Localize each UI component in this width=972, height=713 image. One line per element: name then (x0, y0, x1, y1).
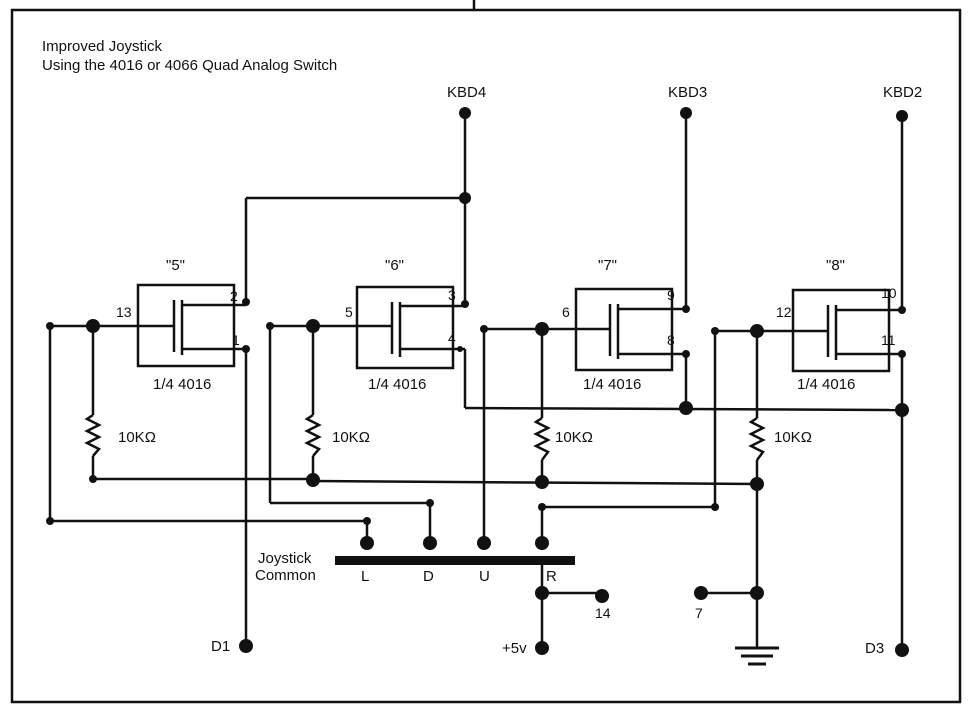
junction-dots (46, 107, 909, 657)
switch-8-pin-top: 10 (881, 285, 897, 301)
terminal-kbd2 (896, 110, 908, 122)
kbd3-label: KBD3 (668, 84, 707, 101)
joystick-d-terminal (423, 536, 437, 550)
switch-6-name: "6" (385, 257, 404, 274)
switch-7-name: "7" (598, 257, 617, 274)
switch-8-pin-bottom: 11 (881, 332, 896, 348)
terminal-kbd4 (459, 107, 471, 119)
switch-5-name: "5" (166, 257, 185, 274)
switch-5-pin-in: 13 (116, 304, 132, 320)
switch-7-part: 1/4 4016 (583, 376, 641, 393)
joystick-label-line-1: Joystick (258, 550, 312, 567)
switch-6-pin-in: 5 (345, 304, 353, 320)
joystick-pin-u: U (479, 568, 490, 585)
resistor-3-value: 10KΩ (555, 429, 593, 446)
switch-5-pin-top: 2 (230, 288, 238, 304)
switch-8-pin-in: 12 (776, 304, 792, 320)
resistor-1 (84, 413, 102, 457)
switch-6-pin-bottom: 4 (448, 330, 456, 346)
d3-terminal (895, 643, 909, 657)
ground-icon (735, 646, 779, 666)
d1-label: D1 (211, 638, 230, 655)
kbd2-label: KBD2 (883, 84, 922, 101)
d3-label: D3 (865, 640, 884, 657)
joystick-u-terminal (477, 536, 491, 550)
joystick-common-bar (335, 556, 575, 565)
switch-7-pin-bottom: 8 (667, 332, 675, 348)
resistor-4 (748, 416, 766, 461)
terminal-kbd3 (680, 107, 692, 119)
switch-8-name: "8" (826, 257, 845, 274)
joystick-pin-l: L (361, 568, 369, 585)
joystick-pin-d: D (423, 568, 434, 585)
diagram-border (10, 8, 962, 704)
title-line-1: Improved Joystick (42, 38, 163, 55)
joystick-l-terminal (360, 536, 374, 550)
resistor-2-value: 10KΩ (332, 429, 370, 446)
switch-6-pin-top: 3 (448, 287, 456, 303)
switch-7 (574, 287, 686, 372)
pin-14-label: 14 (595, 605, 611, 621)
joystick-pin-r: R (546, 568, 557, 585)
resistor-2 (304, 413, 322, 457)
switch-7-pin-top: 9 (667, 287, 675, 303)
supply-terminal (535, 641, 549, 655)
d1-terminal (239, 639, 253, 653)
switch-8 (791, 288, 902, 373)
switch-8-part: 1/4 4016 (797, 376, 855, 393)
switch-7-pin-in: 6 (562, 304, 570, 320)
switch-5-pin-bottom: 1 (232, 332, 240, 348)
switch-5 (136, 283, 246, 368)
title-line-2: Using the 4016 or 4066 Quad Analog Switc… (42, 57, 337, 74)
resistor-3 (533, 416, 551, 461)
resistor-4-value: 10KΩ (774, 429, 812, 446)
wires (48, 113, 904, 650)
switch-5-part: 1/4 4016 (153, 376, 211, 393)
kbd4-label: KBD4 (447, 84, 486, 101)
pin-14-terminal (595, 589, 609, 603)
pin-7-label: 7 (695, 605, 703, 621)
supply-label: +5v (502, 640, 527, 657)
switch-6 (355, 285, 465, 370)
joystick-r-terminal (535, 536, 549, 550)
switch-6-part: 1/4 4016 (368, 376, 426, 393)
pin-7-terminal (694, 586, 708, 600)
resistor-1-value: 10KΩ (118, 429, 156, 446)
joystick-label-line-2: Common (255, 567, 316, 584)
